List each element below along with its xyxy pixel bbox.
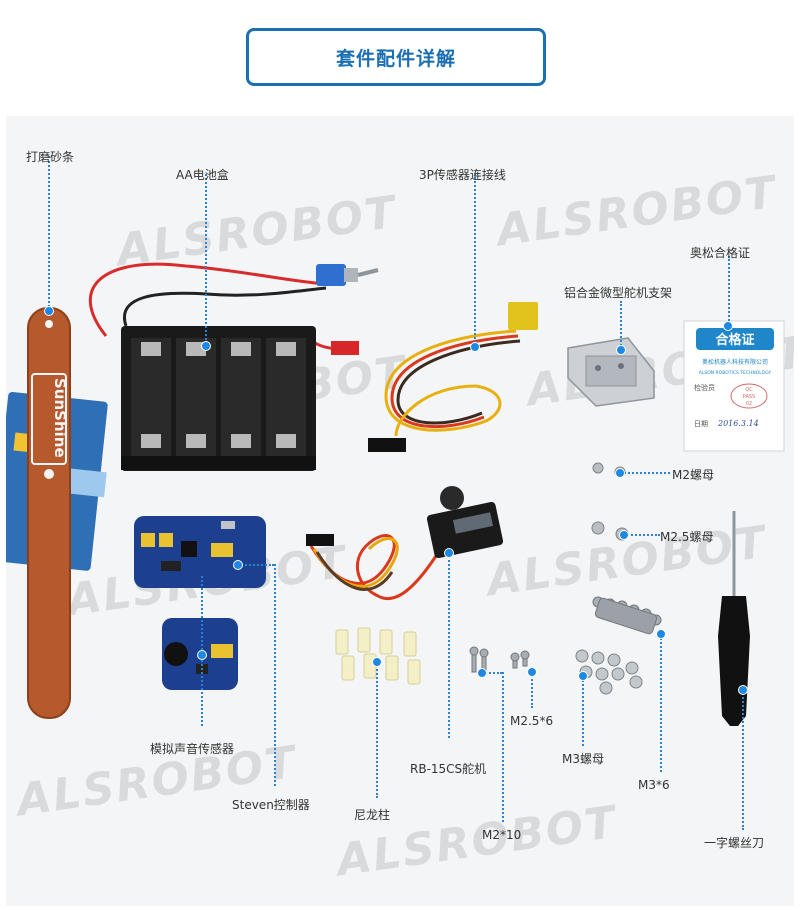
certificate-company: 奥松机器人科技有限公司	[702, 358, 768, 366]
stamp-text: QC	[745, 387, 753, 393]
label-sound-sensor: 模拟声音传感器	[150, 742, 235, 756]
m3-screws	[592, 596, 662, 635]
stamp-text: PASS	[743, 394, 755, 400]
sensor-cable	[384, 329, 521, 437]
certificate-date: 2016.3.14	[717, 419, 759, 428]
black-connector	[368, 438, 406, 452]
steven-board	[134, 516, 266, 588]
components-illustration: SunShine	[6, 262, 785, 726]
label-m3x6: M3*6	[638, 778, 670, 792]
label-m2x10: M2*10	[482, 828, 522, 842]
yellow-connector	[508, 302, 538, 330]
label-screwdriver: 一字螺丝刀	[704, 836, 765, 850]
nylon-pillars	[335, 627, 421, 685]
label-m25-nut: M2.5螺母	[660, 530, 714, 544]
stamp-text: 02	[746, 401, 752, 407]
certificate-title: 合格证	[715, 332, 754, 348]
label-m2-nut: M2螺母	[672, 468, 714, 482]
label-servo: RB-15CS舵机	[410, 762, 487, 776]
m2x10-screws	[469, 646, 489, 675]
servo-bracket	[567, 337, 655, 407]
servo-motor	[306, 486, 504, 601]
label-steven-controller: Steven控制器	[232, 798, 310, 812]
label-battery-box: AA电池盒	[176, 168, 229, 182]
certificate-card: 合格证 奥松机器人科技有限公司 ALSON ROBOTICS TECHNOLOG…	[683, 320, 785, 452]
label-certificate: 奥松合格证	[690, 246, 751, 260]
m25x6-screws	[510, 650, 530, 669]
m3-nuts	[575, 649, 643, 695]
label-sanding-stick: 打磨砂条	[26, 150, 75, 164]
product-photo: ALSROBOT ALSROBOT ALSROBOT ALSROBOT ALSR…	[6, 116, 794, 906]
red-connector	[331, 341, 359, 355]
toggle-switch	[316, 264, 379, 286]
sanding-stick: SunShine	[27, 307, 71, 719]
label-servo-bracket: 铝合金微型舵机支架	[564, 286, 673, 300]
label-m25x6: M2.5*6	[510, 714, 554, 728]
sunshine-brand: SunShine	[51, 378, 69, 458]
label-nylon-pillar: 尼龙柱	[354, 808, 391, 822]
label-sensor-cable: 3P传感器连接线	[419, 168, 506, 182]
certificate-company-en: ALSON ROBOTICS TECHNOLOGY	[699, 370, 772, 376]
certificate-date-label: 日期	[694, 420, 708, 428]
certificate-inspector: 检验员	[694, 383, 715, 392]
section-title: 套件配件详解	[246, 28, 546, 86]
battery-box	[121, 326, 316, 471]
label-m3-nut: M3螺母	[562, 752, 604, 766]
